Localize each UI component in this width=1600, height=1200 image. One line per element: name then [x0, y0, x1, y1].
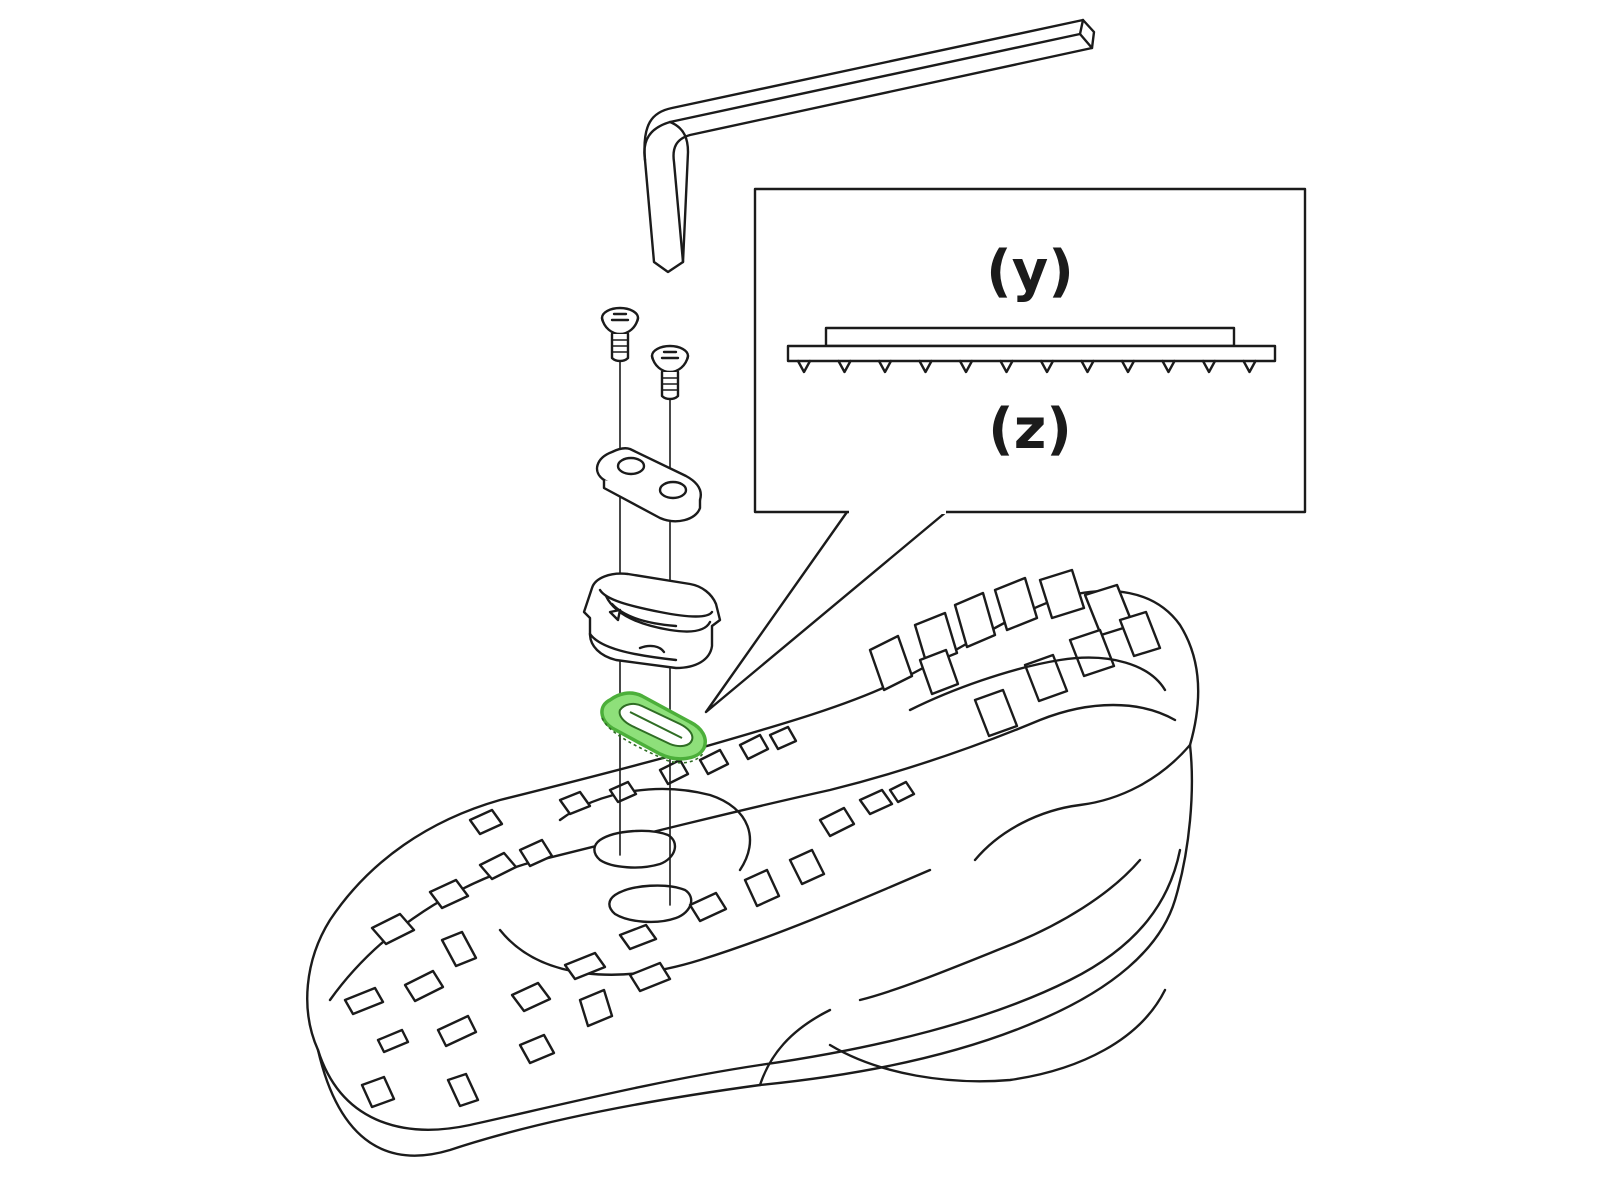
detail-callout: (y) (z): [704, 187, 1307, 714]
shim-tooth: [796, 359, 812, 374]
cleat-bolt-icon: [600, 306, 640, 363]
callout-label-top: (y): [986, 239, 1074, 304]
shim-tooth: [837, 359, 852, 374]
shim-tooth: [1080, 359, 1095, 374]
shim-cross-section-icon: [786, 326, 1277, 374]
cleat-icon: [582, 572, 722, 670]
shim-tooth: [1201, 359, 1217, 374]
cycling-shoe-sole-icon: [306, 568, 1200, 1157]
shim-tooth: [918, 359, 933, 374]
hex-key-icon: [643, 18, 1096, 274]
shim-tooth: [1039, 359, 1055, 374]
shim-tooth: [1161, 359, 1176, 374]
shim-tooth: [1120, 359, 1136, 374]
shim-tooth: [958, 359, 974, 374]
cleat-bolt-icon: [650, 344, 690, 401]
shim-tooth: [999, 359, 1014, 374]
shim-tooth: [1242, 359, 1257, 374]
callout-label-bottom: (z): [988, 397, 1072, 462]
shim-tooth: [877, 359, 893, 374]
cleat-washer-icon: [595, 447, 702, 523]
cleat-shim-icon: [600, 691, 707, 764]
